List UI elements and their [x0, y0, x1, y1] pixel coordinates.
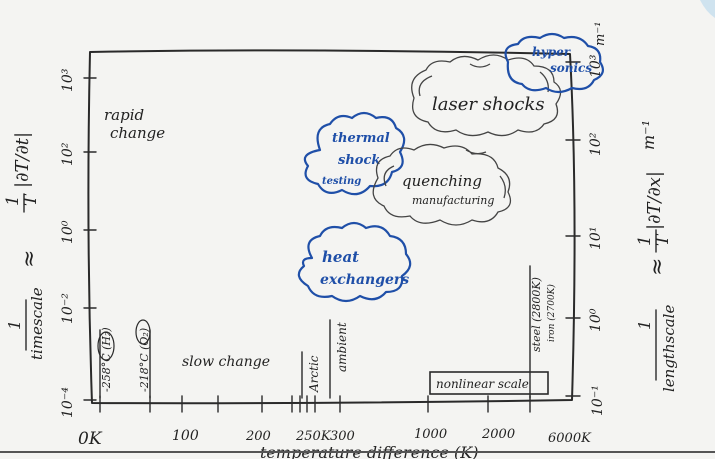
svg-text:200: 200 — [245, 429, 271, 444]
nonlinear-scale-label: nonlinear scale — [436, 377, 529, 391]
marker-labels: -258°C (H₂) -218°C (O₂) Arctic ambient s… — [100, 277, 557, 393]
rapid-change-line1: rapid — [104, 106, 144, 124]
svg-text:≈: ≈ — [645, 258, 670, 276]
left-axis-tick-labels: 10³ 10² 10⁰ 10⁻² 10⁻⁴ — [60, 68, 76, 418]
svg-text:1000: 1000 — [414, 427, 447, 442]
thermal-label: thermal — [332, 131, 390, 146]
svg-text:250K: 250K — [295, 429, 332, 444]
left-axis-ticks — [83, 77, 97, 401]
svg-text:1: 1 — [5, 320, 24, 330]
svg-text:10⁰: 10⁰ — [60, 220, 76, 244]
manufacturing-label: manufacturing — [412, 194, 494, 207]
nonlinear-scale-box — [429, 371, 549, 395]
svg-text:1: 1 — [3, 195, 23, 206]
svg-text:300: 300 — [330, 429, 355, 444]
bottom-axis-tick-labels: 0K 100 200 250K 300 1000 2000 6000K — [78, 427, 592, 449]
svg-text:10²: 10² — [588, 132, 604, 156]
svg-text:10⁻²: 10⁻² — [60, 293, 76, 324]
svg-text:1: 1 — [635, 235, 655, 246]
svg-text:≈: ≈ — [17, 250, 42, 268]
right-axis-tick-labels: 10³ 10² 10¹ 10⁰ 10⁻¹ m⁻¹ — [588, 22, 608, 416]
svg-text:10³: 10³ — [60, 68, 76, 92]
shock-label: shock — [338, 153, 380, 168]
hypersonics-label-1: hyper — [532, 45, 572, 59]
svg-text:1: 1 — [635, 320, 654, 330]
heat-exchangers-cloud — [297, 221, 412, 303]
h2-circle — [97, 331, 115, 361]
laser-shocks-label: laser shocks — [432, 94, 545, 115]
svg-text:6000K: 6000K — [548, 431, 592, 446]
rapid-change-line2: change — [110, 124, 165, 142]
svg-text:T: T — [653, 233, 673, 246]
svg-text:iron (2700K): iron (2700K) — [546, 284, 557, 342]
svg-text:T: T — [21, 193, 41, 206]
svg-text:Arctic: Arctic — [307, 355, 321, 393]
plot-frame — [87, 49, 576, 405]
testing-label: testing — [322, 176, 361, 187]
o2-circle — [135, 319, 151, 345]
svg-text:10⁻⁴: 10⁻⁴ — [60, 387, 76, 418]
heat-label: heat — [322, 248, 359, 266]
svg-text:m⁻¹: m⁻¹ — [639, 120, 658, 150]
svg-text:|∂T/∂t|: |∂T/∂t| — [12, 132, 33, 188]
svg-text:10²: 10² — [60, 142, 76, 166]
svg-text:0K: 0K — [78, 429, 103, 449]
svg-text:timescale: timescale — [28, 287, 46, 360]
right-axis-ticks — [565, 61, 581, 397]
slow-change-label: slow change — [182, 354, 270, 370]
svg-text:10⁰: 10⁰ — [588, 308, 604, 332]
left-axis-label: 1 T |∂T/∂t| ≈ 1 timescale — [3, 132, 46, 360]
quenching-cloud — [372, 143, 512, 226]
corner-mark — [700, 0, 715, 18]
svg-text:steel (2800K): steel (2800K) — [530, 277, 543, 352]
hypersonics-cloud — [504, 32, 604, 94]
svg-text:m⁻¹: m⁻¹ — [593, 22, 608, 46]
svg-text:ambient: ambient — [335, 322, 349, 372]
svg-text:10¹: 10¹ — [588, 227, 604, 250]
right-axis-label: m⁻¹ 1 T |∂T/∂x| ≈ 1 lengthscale — [635, 120, 678, 392]
svg-text:|∂T/∂x|: |∂T/∂x| — [644, 171, 665, 230]
quenching-label: quenching — [402, 172, 482, 190]
svg-text:lengthscale: lengthscale — [660, 305, 678, 392]
svg-text:100: 100 — [172, 428, 199, 444]
svg-text:2000: 2000 — [481, 427, 515, 442]
thermal-shock-cloud — [303, 111, 406, 196]
svg-text:10⁻¹: 10⁻¹ — [590, 385, 606, 416]
hypersonics-label-2: sonics — [550, 61, 592, 75]
exchangers-label: exchangers — [320, 272, 409, 288]
